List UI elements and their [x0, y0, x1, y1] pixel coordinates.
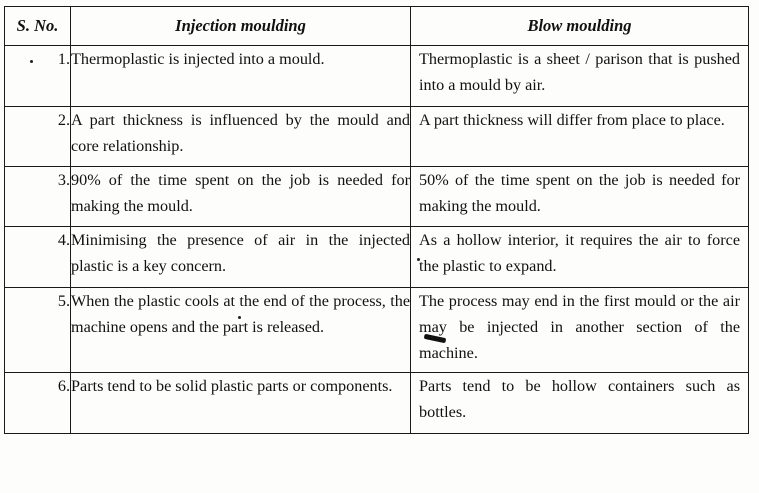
- header-injection-moulding: Injection moulding: [70, 6, 411, 46]
- print-speck: [30, 60, 33, 63]
- blow-cell: The process may end in the first mould o…: [410, 287, 749, 373]
- injection-cell: Parts tend to be solid plastic parts or …: [70, 372, 411, 434]
- table-row: 1. Thermoplastic is injected into a moul…: [4, 45, 749, 107]
- header-blow-moulding: Blow moulding: [410, 6, 749, 46]
- injection-cell: Minimising the presence of air in the in…: [70, 226, 411, 288]
- table-row: 2. A part thickness is influenced by the…: [4, 106, 749, 167]
- table-row: 4. Minimising the presence of air in the…: [4, 226, 749, 288]
- header-serial-number: S. No.: [4, 6, 71, 46]
- injection-cell: Thermoplastic is injected into a mould.: [70, 45, 411, 107]
- table-row: 6. Parts tend to be solid plastic parts …: [4, 372, 749, 434]
- row-number: 1.: [4, 45, 71, 107]
- table-row: 3. 90% of the time spent on the job is n…: [4, 166, 749, 227]
- blow-cell: Thermoplastic is a sheet / parison that …: [410, 45, 749, 107]
- row-number: 6.: [4, 372, 71, 434]
- row-number: 5.: [4, 287, 71, 373]
- row-number: 3.: [4, 166, 71, 227]
- blow-cell: A part thickness will differ from place …: [410, 106, 749, 167]
- print-speck: [238, 316, 241, 319]
- injection-cell: When the plastic cools at the end of the…: [70, 287, 411, 373]
- blow-cell: As a hollow interior, it requires the ai…: [410, 226, 749, 288]
- injection-cell: 90% of the time spent on the job is need…: [70, 166, 411, 227]
- table-row: 5. When the plastic cools at the end of …: [4, 287, 749, 373]
- row-number: 2.: [4, 106, 71, 167]
- blow-cell: Parts tend to be hollow containers such …: [410, 372, 749, 434]
- blow-cell: 50% of the time spent on the job is need…: [410, 166, 749, 227]
- table-header-row: S. No. Injection moulding Blow moulding: [4, 6, 749, 46]
- row-number: 4.: [4, 226, 71, 288]
- print-speck: [417, 258, 420, 261]
- injection-cell: A part thickness is influenced by the mo…: [70, 106, 411, 167]
- comparison-table: S. No. Injection moulding Blow moulding …: [4, 6, 749, 434]
